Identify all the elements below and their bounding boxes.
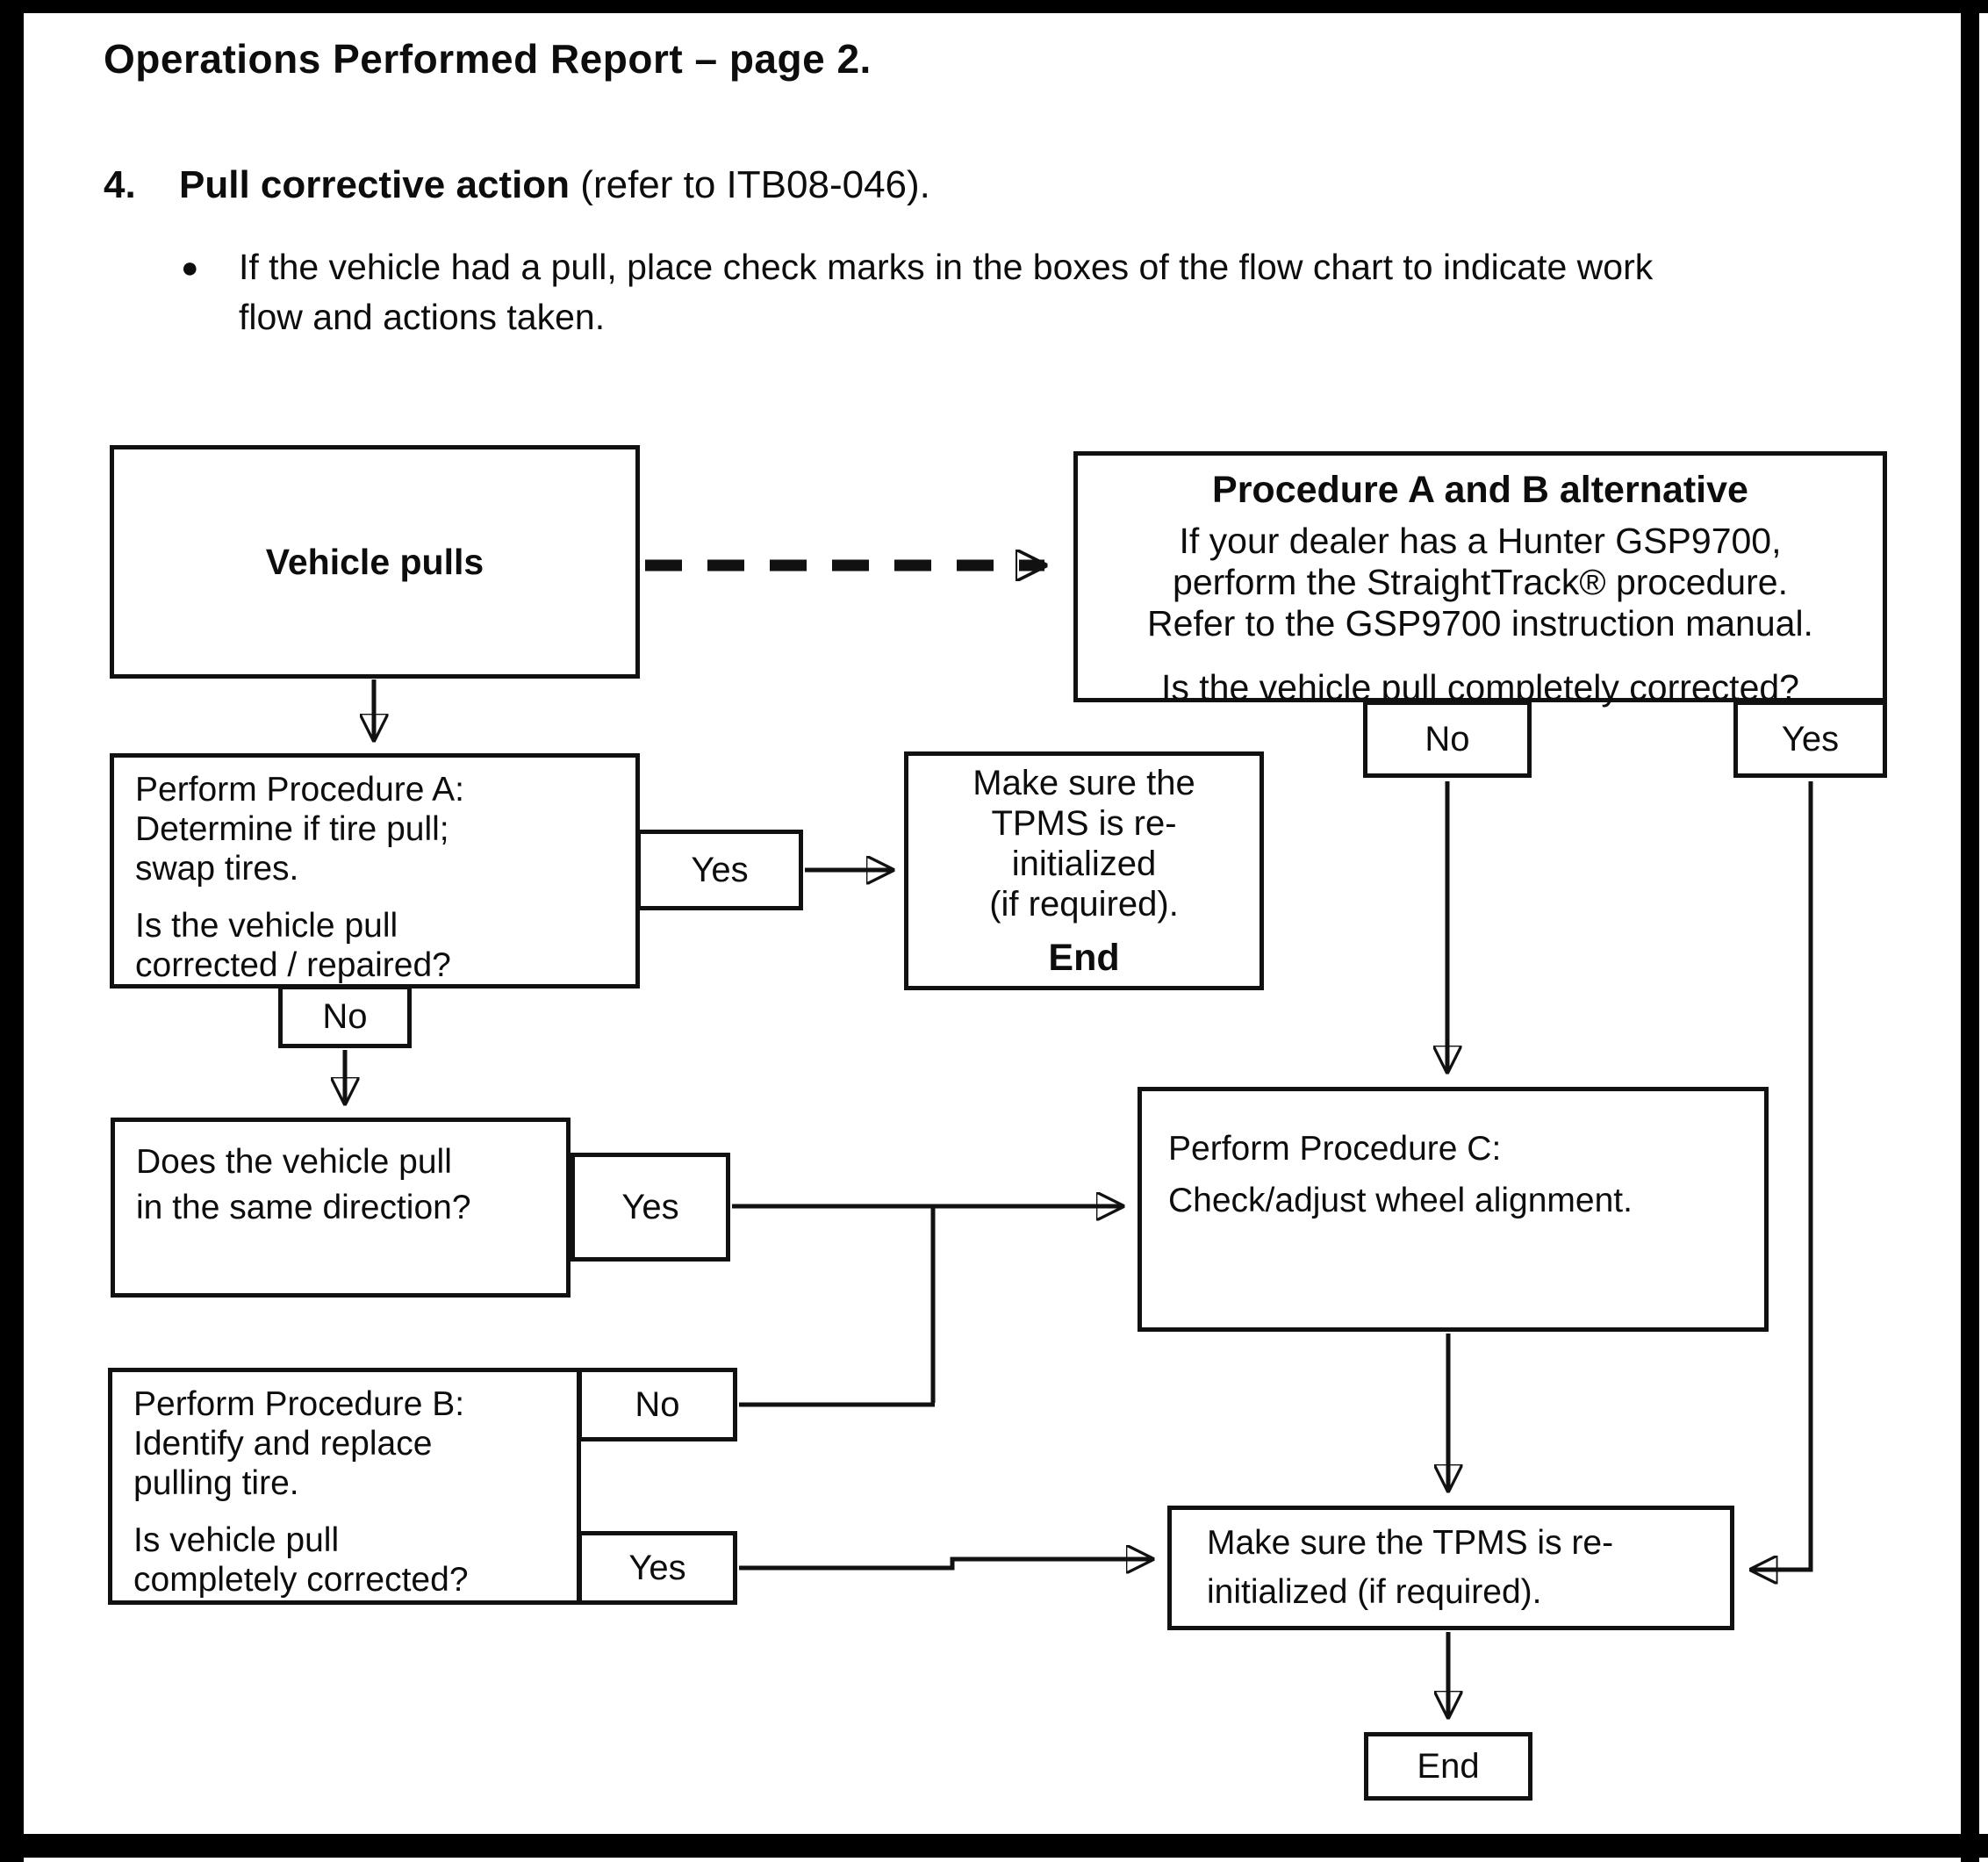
proc-a-question-line: corrected / repaired? — [135, 946, 451, 984]
yes-label-box-proc-ab: Yes — [1733, 701, 1887, 778]
page-border-bottom — [0, 1834, 1988, 1858]
no-label-box-proc-a: No — [278, 985, 412, 1048]
proc-a-line: swap tires. — [135, 850, 299, 888]
yes-label: Yes — [1781, 719, 1840, 758]
end-label: End — [1417, 1746, 1480, 1786]
proc-ab-line: Refer to the GSP9700 instruction manual. — [1147, 603, 1813, 643]
proc-ab-title: Procedure A and B alternative — [1212, 469, 1748, 511]
proc-a-line: Perform Procedure A: — [135, 771, 464, 809]
proc-c-line: Check/adjust wheel alignment. — [1168, 1182, 1633, 1219]
tpms-end-line: initialized — [1011, 844, 1157, 883]
tpms-end-line: (if required). — [989, 884, 1179, 924]
proc-a-line: Determine if tire pull; — [135, 810, 449, 848]
procedure-ab-alternative-box: Procedure A and B alternative If your de… — [1073, 451, 1887, 708]
page-border-right — [1961, 0, 1979, 1862]
tpms2-line: initialized (if required). — [1207, 1573, 1542, 1611]
no-label: No — [322, 996, 368, 1036]
page-title: Operations Performed Report – page 2. — [104, 36, 872, 82]
tpms-reinit-end-box: Make sure the TPMS is re- initialized (i… — [904, 751, 1264, 990]
does-box-line: in the same direction? — [136, 1189, 471, 1226]
list-item-reference: (refer to ITB08-046). — [570, 163, 930, 206]
page-border-left — [0, 0, 24, 1862]
tpms2-line: Make sure the TPMS is re- — [1207, 1524, 1614, 1562]
tpms-end-label: End — [1048, 936, 1120, 979]
no-label: No — [1425, 719, 1470, 758]
proc-c-line: Perform Procedure C: — [1168, 1130, 1502, 1168]
yes-label: Yes — [621, 1187, 679, 1226]
list-item-number: 4. — [104, 163, 136, 206]
proc-b-question-line: completely corrected? — [133, 1561, 469, 1599]
no-label-box-proc-b: No — [578, 1368, 737, 1441]
arrow-yes-ab-to-tpms2 — [1752, 781, 1813, 1570]
proc-b-question-line: Is vehicle pull — [133, 1521, 340, 1559]
end-box: End — [1364, 1732, 1532, 1801]
proc-b-line: pulling tire. — [133, 1464, 299, 1502]
yes-label: Yes — [691, 850, 749, 889]
tpms-reinit-box: Make sure the TPMS is re- initialized (i… — [1167, 1506, 1734, 1630]
proc-ab-line: If your dealer has a Hunter GSP9700, — [1179, 521, 1782, 561]
vehicle-pulls-label: Vehicle pulls — [265, 541, 484, 582]
proc-b-line: Perform Procedure B: — [133, 1385, 465, 1423]
bullet-text: If the vehicle had a pull, place check m… — [239, 247, 1654, 337]
tpms-end-line: Make sure the — [972, 763, 1195, 802]
bullet-icon: ● — [181, 251, 199, 284]
arrow-yes-b-to-tpms2 — [739, 1559, 1152, 1568]
does-vehicle-pull-box: Does the vehicle pull in the same direct… — [111, 1118, 571, 1298]
yes-label: Yes — [628, 1548, 686, 1587]
yes-label-box-proc-b: Yes — [578, 1531, 737, 1605]
procedure-c-box: Perform Procedure C: Check/adjust wheel … — [1138, 1087, 1769, 1332]
does-box-line: Does the vehicle pull — [136, 1143, 452, 1181]
proc-ab-line: perform the StraightTrack® procedure. — [1173, 562, 1788, 602]
proc-b-line: Identify and replace — [133, 1425, 433, 1463]
procedure-b-box: Perform Procedure B: Identify and replac… — [108, 1368, 581, 1605]
yes-label-box-proc-a: Yes — [636, 830, 803, 910]
yes-label-box-does: Yes — [571, 1153, 730, 1262]
vehicle-pulls-box: Vehicle pulls — [110, 445, 640, 679]
list-item-4: 4. Pull corrective action (refer to ITB08… — [104, 163, 930, 207]
proc-a-question-line: Is the vehicle pull — [135, 907, 398, 945]
no-label-box-proc-ab: No — [1363, 701, 1532, 778]
tpms-end-line: TPMS is re- — [991, 803, 1177, 843]
procedure-a-box: Perform Procedure A: Determine if tire p… — [110, 753, 640, 989]
page-border-top — [0, 0, 1988, 13]
no-label: No — [635, 1384, 680, 1424]
list-item-heading: Pull corrective action — [179, 163, 571, 206]
